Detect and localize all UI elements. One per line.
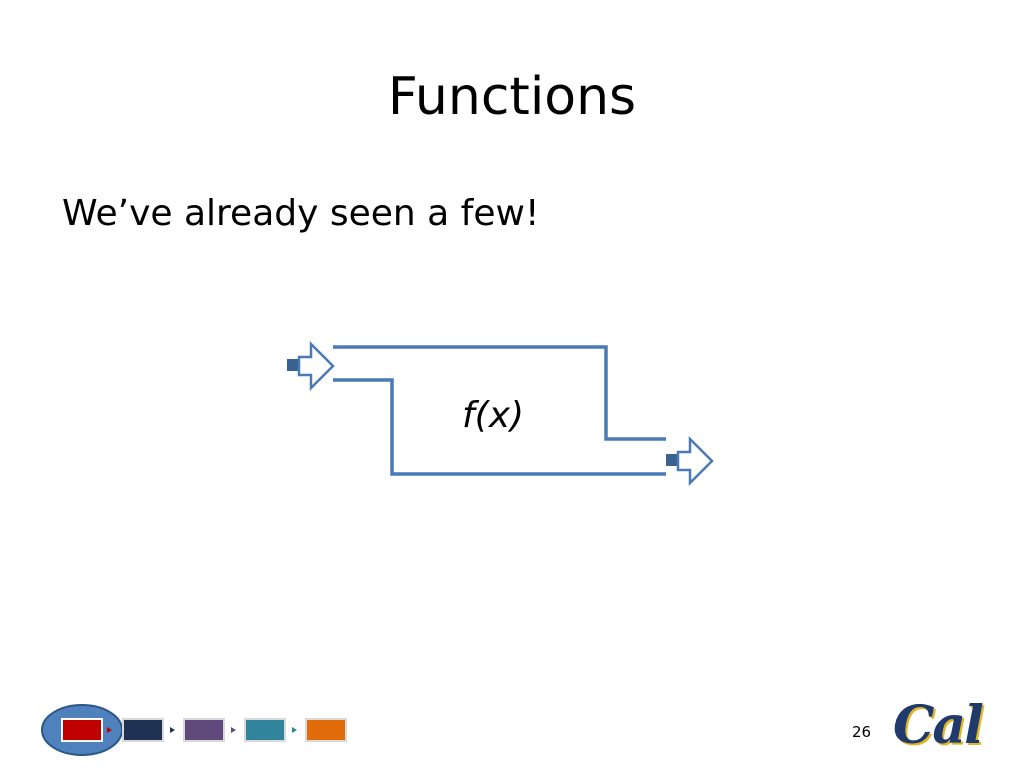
bullet-text: We’ve already seen a few!: [62, 193, 540, 234]
nav-arrow-icon: [231, 727, 236, 733]
nav-step-3[interactable]: [183, 718, 225, 742]
nav-step-1[interactable]: [61, 718, 103, 742]
output-arrow-icon: [666, 435, 714, 487]
slide-number: 26: [852, 723, 872, 741]
slide-nav-bar: [41, 704, 347, 756]
function-label: f(x): [462, 395, 525, 436]
nav-step-5[interactable]: [305, 718, 347, 742]
nav-arrow-icon: [107, 727, 112, 733]
nav-step-4[interactable]: [244, 718, 286, 742]
nav-arrow-icon: [292, 727, 297, 733]
nav-arrow-icon: [170, 727, 175, 733]
function-box: [333, 345, 666, 476]
slide-title: Functions: [387, 67, 637, 127]
input-arrow-icon: [287, 340, 335, 392]
nav-step-2[interactable]: [122, 718, 164, 742]
cal-logo: Cal: [893, 695, 984, 756]
